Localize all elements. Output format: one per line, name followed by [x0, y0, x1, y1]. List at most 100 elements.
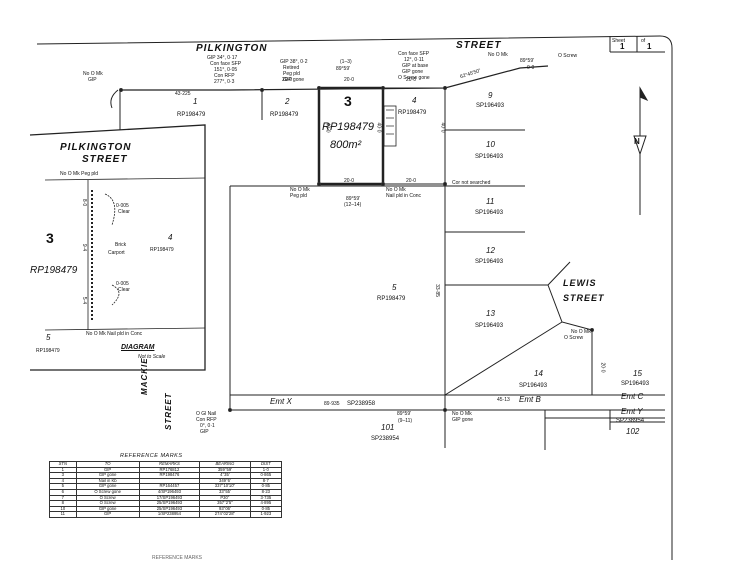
lot-101-plan: SP238954 [371, 436, 400, 442]
sheet-border [36, 35, 673, 560]
inset-dim-c: 5·4 [81, 296, 88, 305]
inset-diagram-label: DIAGRAM [121, 344, 155, 351]
lot-4-number: 4 [412, 96, 417, 105]
bearing-low: 89°59' [397, 411, 412, 417]
table-cell: 1·0 [249, 466, 283, 474]
note-peg-2: Peg pld [290, 193, 307, 199]
inset-offset-1: 0·005 [116, 203, 129, 209]
lot-11-number: 11 [486, 197, 495, 206]
easement-x-plan: SP238958 [347, 401, 376, 407]
note-o-screw-1: O Screw [558, 53, 578, 59]
bearing-top: 89°59' [336, 66, 351, 72]
note-gip-2: GIP [200, 429, 209, 435]
lot-1-plan: RP198479 [177, 112, 206, 118]
lot-9-number: 9 [488, 91, 493, 100]
note-151: 151°, 0·05 [214, 67, 238, 73]
table-cell: GIP gone [75, 483, 140, 490]
inset-offset-1b: Clear [118, 209, 130, 215]
table-cell: Nail in Kb [75, 477, 140, 485]
lot-9-plan: SP196493 [476, 103, 505, 109]
note-no-o-mk-2: No O Mk [488, 52, 508, 58]
lot-2-number: 2 [285, 97, 290, 106]
inset-brick: Brick [115, 242, 127, 248]
table-cell: 1/SP238954 [138, 511, 201, 518]
note-nail-conc: Nail pld in Conc [386, 193, 422, 199]
easement-y: Emt Y [621, 407, 643, 416]
table-cell: 8·7 [249, 477, 283, 485]
dim-lot3-top: 20·0 [344, 77, 355, 83]
street-pilkington-2: STREET [456, 40, 502, 51]
note-old-nail: O Gl Nail [196, 411, 217, 417]
inset-plan-5: RP198479 [36, 348, 60, 354]
note-gip-gone-1: GIP gone [283, 77, 305, 83]
lot-3-area: 800m² [330, 139, 362, 151]
note-0deg: 0°, 0·1 [200, 423, 215, 429]
inset-offset-2b: Clear [118, 287, 130, 293]
dim-lot3-side2: 40·0 [375, 122, 382, 133]
table-cell: 0·85 [249, 505, 283, 513]
lot-1-number: 1 [193, 97, 198, 106]
note-peg-1: Peg pld [283, 71, 300, 77]
table-cell: O Screw gone [75, 489, 140, 496]
dim-lot5-side: 33·85 [433, 284, 440, 297]
dim-lot3-side: 40·0 [324, 122, 331, 133]
street-mackie-1: MACKIE [140, 357, 149, 395]
table-cell: GIP gone [75, 505, 140, 513]
street-lewis-1: LEWIS [563, 278, 597, 288]
note-con-face-1: Con face SFP [210, 61, 242, 67]
sheet-number: 1 [620, 42, 625, 51]
street-pilkington-1: PILKINGTON [196, 43, 268, 54]
dim-lot2: 20·0 [282, 77, 293, 83]
table-cell: O Screw [75, 500, 140, 507]
lot-5-plan: RP198479 [377, 296, 406, 302]
easement-b: Emt B [519, 395, 541, 404]
lot-13-number: 13 [486, 309, 495, 318]
easement-x: Emt X [270, 397, 292, 406]
ref-marks-title: REFERENCE MARKS [120, 453, 183, 459]
note-gip-1: GIP [88, 77, 97, 83]
inset-offset-2: 0·005 [116, 281, 129, 287]
table-cell: GIP [75, 466, 140, 474]
lot-5-number: 5 [392, 283, 397, 292]
table-cell: 11 [49, 511, 77, 518]
lot-10-number: 10 [486, 140, 495, 149]
inset-dim-b: 9·4 [81, 243, 88, 252]
table-cell: 0·865 [249, 472, 283, 479]
bearing-mid: 89°59' [346, 196, 361, 202]
range-1: (1–3) [340, 59, 352, 65]
inset-dim-a: 8·0 [81, 198, 88, 207]
inset-frame [29, 124, 206, 371]
inset-lot-4: 4 [168, 233, 173, 242]
lot-13-plan: SP196493 [475, 323, 504, 329]
note-con-rfp: Con RFP [214, 73, 235, 79]
lot-12-plan: SP196493 [475, 259, 504, 265]
note-gip-gone-3: GIP gone [452, 417, 474, 423]
table-cell: GIP [75, 511, 140, 518]
note-no-o-mk-4: No O Mk [386, 187, 406, 193]
sheet-of-label: of [641, 38, 646, 44]
north-arrow-icon [633, 135, 647, 156]
table-cell: 4·895 [249, 500, 283, 507]
note-12deg: 12°, 0·11 [404, 57, 424, 63]
inset-peg: No O Mk Peg pld [60, 171, 99, 177]
sheet-label: Sheet [612, 38, 626, 44]
note-con-face-2: Con face SFP [398, 51, 430, 57]
ref-header-dist: DIST [249, 461, 283, 468]
bearing-right2: 0·0 [527, 65, 535, 71]
table-cell: 274°02'28" [199, 511, 251, 518]
note-277: 277°, 0·3 [214, 79, 235, 85]
table-cell: 3·735 [249, 494, 283, 502]
pilkington-boundary [120, 65, 549, 91]
table-cell: 8·23 [249, 489, 283, 496]
not-searched: Cor not searched [452, 180, 491, 186]
note-no-o-mk-6: No O Mk [571, 329, 591, 335]
